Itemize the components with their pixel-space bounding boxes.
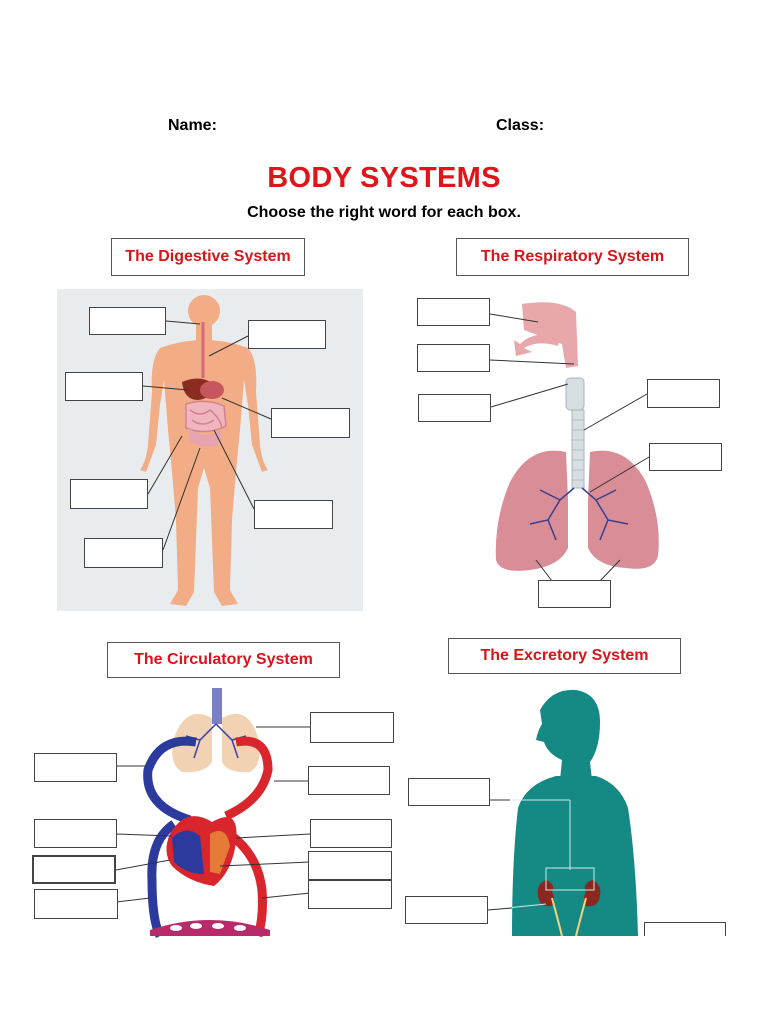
human-silhouette (512, 689, 638, 936)
excretory-label-box-3[interactable] (644, 922, 726, 936)
circulatory-label-box-5[interactable] (310, 819, 392, 848)
digestive-label-box-2[interactable] (248, 320, 326, 349)
capillary-bed (150, 920, 270, 936)
kidneys (537, 880, 601, 937)
digestive-label-box-6[interactable] (254, 500, 333, 529)
respiratory-label-box-4[interactable] (647, 379, 720, 408)
instructions: Choose the right word for each box. (247, 204, 521, 221)
circulatory-label-box-8[interactable] (34, 889, 118, 919)
excretory-label-box-1[interactable] (408, 778, 490, 806)
circulatory-label-box-4[interactable] (34, 819, 117, 848)
circulatory-label-box-6[interactable] (32, 855, 116, 884)
lungs (495, 450, 659, 571)
digestive-label-box-5[interactable] (70, 479, 148, 509)
digestive-label-box-1[interactable] (89, 307, 166, 335)
digestive-label-box-4[interactable] (271, 408, 350, 438)
heart (166, 816, 237, 886)
digestive-label-box-7[interactable] (84, 538, 163, 568)
class-label: Class: (496, 117, 545, 134)
circulatory-label-box-7[interactable] (308, 851, 392, 880)
circulatory-label-box-3[interactable] (308, 766, 390, 795)
digestive-organs (182, 322, 227, 447)
respiratory-label-box-3[interactable] (418, 394, 491, 422)
digestive-system-title: The Digestive System (111, 238, 305, 276)
respiratory-label-box-5[interactable] (649, 443, 722, 471)
bronchi (529, 487, 629, 541)
respiratory-label-box-6[interactable] (538, 580, 611, 608)
circulatory-system-title: The Circulatory System (107, 642, 340, 678)
page-title: BODY SYSTEMS (267, 162, 501, 194)
circulatory-label-box-9[interactable] (308, 880, 392, 909)
respiratory-label-box-2[interactable] (417, 344, 490, 372)
respiratory-system-title: The Respiratory System (456, 238, 689, 276)
circulatory-label-box-1[interactable] (310, 712, 394, 743)
circulatory-label-box-2[interactable] (34, 753, 117, 782)
name-label: Name: (168, 117, 217, 134)
excretory-label-box-2[interactable] (405, 896, 488, 924)
respiratory-label-box-1[interactable] (417, 298, 490, 326)
digestive-label-box-3[interactable] (65, 372, 143, 401)
excretory-system-title: The Excretory System (448, 638, 681, 674)
body-silhouette (140, 295, 268, 606)
nasal-passage (514, 302, 578, 368)
